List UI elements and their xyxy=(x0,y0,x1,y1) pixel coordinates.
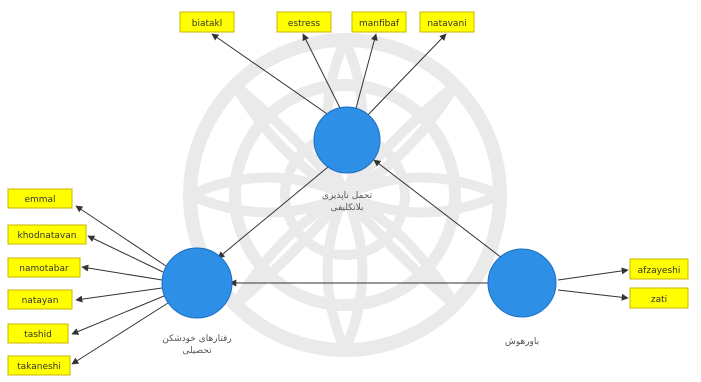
indicator-label: zati xyxy=(651,295,667,305)
node-beliefs: باورهوش xyxy=(487,248,557,347)
indicator-box: emmal xyxy=(7,188,73,209)
indicator-label: takaneshi xyxy=(17,362,61,372)
indicator-label: estress xyxy=(288,19,320,29)
indicator-box: zati xyxy=(629,287,689,309)
intolerance-label-line2: بلاتکلیفی xyxy=(330,203,363,213)
indicator-label: natayan xyxy=(22,296,59,306)
node-intolerance: تحمل ناپذیری بلاتکلیفی xyxy=(313,106,381,213)
indicator-box: natavani xyxy=(419,11,475,33)
intolerance-indicator-paths xyxy=(211,33,447,119)
indicator-box: tashid xyxy=(7,323,69,344)
indicator-label: natavani xyxy=(427,19,466,29)
watermark-logo xyxy=(183,33,507,357)
indicator-label: khodnatavan xyxy=(18,231,77,241)
structural-paths xyxy=(217,159,503,287)
indicator-label: manfibaf xyxy=(359,19,400,29)
procrastination-indicator-paths xyxy=(71,205,169,365)
latent-circle-beliefs xyxy=(487,248,557,318)
intolerance-label-line1: تحمل ناپذیری xyxy=(322,191,373,201)
path-intolerance-to-procrastination xyxy=(217,166,329,259)
node-procrastination: رفتارهای خودشکن تحصیلی xyxy=(161,247,233,356)
indicator-box: manfibaf xyxy=(351,11,407,33)
indicator-box: estress xyxy=(276,11,332,33)
beliefs-label: باورهوش xyxy=(505,337,539,347)
indicator-label: emmal xyxy=(24,195,55,205)
indicator-box: takaneshi xyxy=(7,355,71,376)
top-indicators: biatakl estress manfibaf natavani xyxy=(179,11,475,33)
latent-circle-procrastination xyxy=(161,247,233,319)
procrastination-label-line1: رفتارهای خودشکن xyxy=(162,334,231,344)
path-beliefs-to-intolerance xyxy=(373,159,503,259)
beliefs-indicator-paths xyxy=(557,267,629,301)
left-indicators: emmal khodnatavan namotabar natayan tash… xyxy=(7,188,87,376)
indicator-label: afzayeshi xyxy=(638,266,681,276)
indicator-box: natayan xyxy=(7,289,73,310)
latent-circle-intolerance xyxy=(313,106,381,174)
procrastination-label-line2: تحصیلی xyxy=(182,346,212,356)
right-indicators: afzayeshi zati xyxy=(629,258,689,309)
indicator-label: tashid xyxy=(24,330,52,340)
indicator-box: biatakl xyxy=(179,11,235,33)
indicator-box: khodnatavan xyxy=(7,224,87,245)
indicator-label: namotabar xyxy=(19,264,69,274)
indicator-box: namotabar xyxy=(7,257,81,278)
indicator-label: biatakl xyxy=(192,19,223,29)
indicator-box: afzayeshi xyxy=(629,258,689,280)
